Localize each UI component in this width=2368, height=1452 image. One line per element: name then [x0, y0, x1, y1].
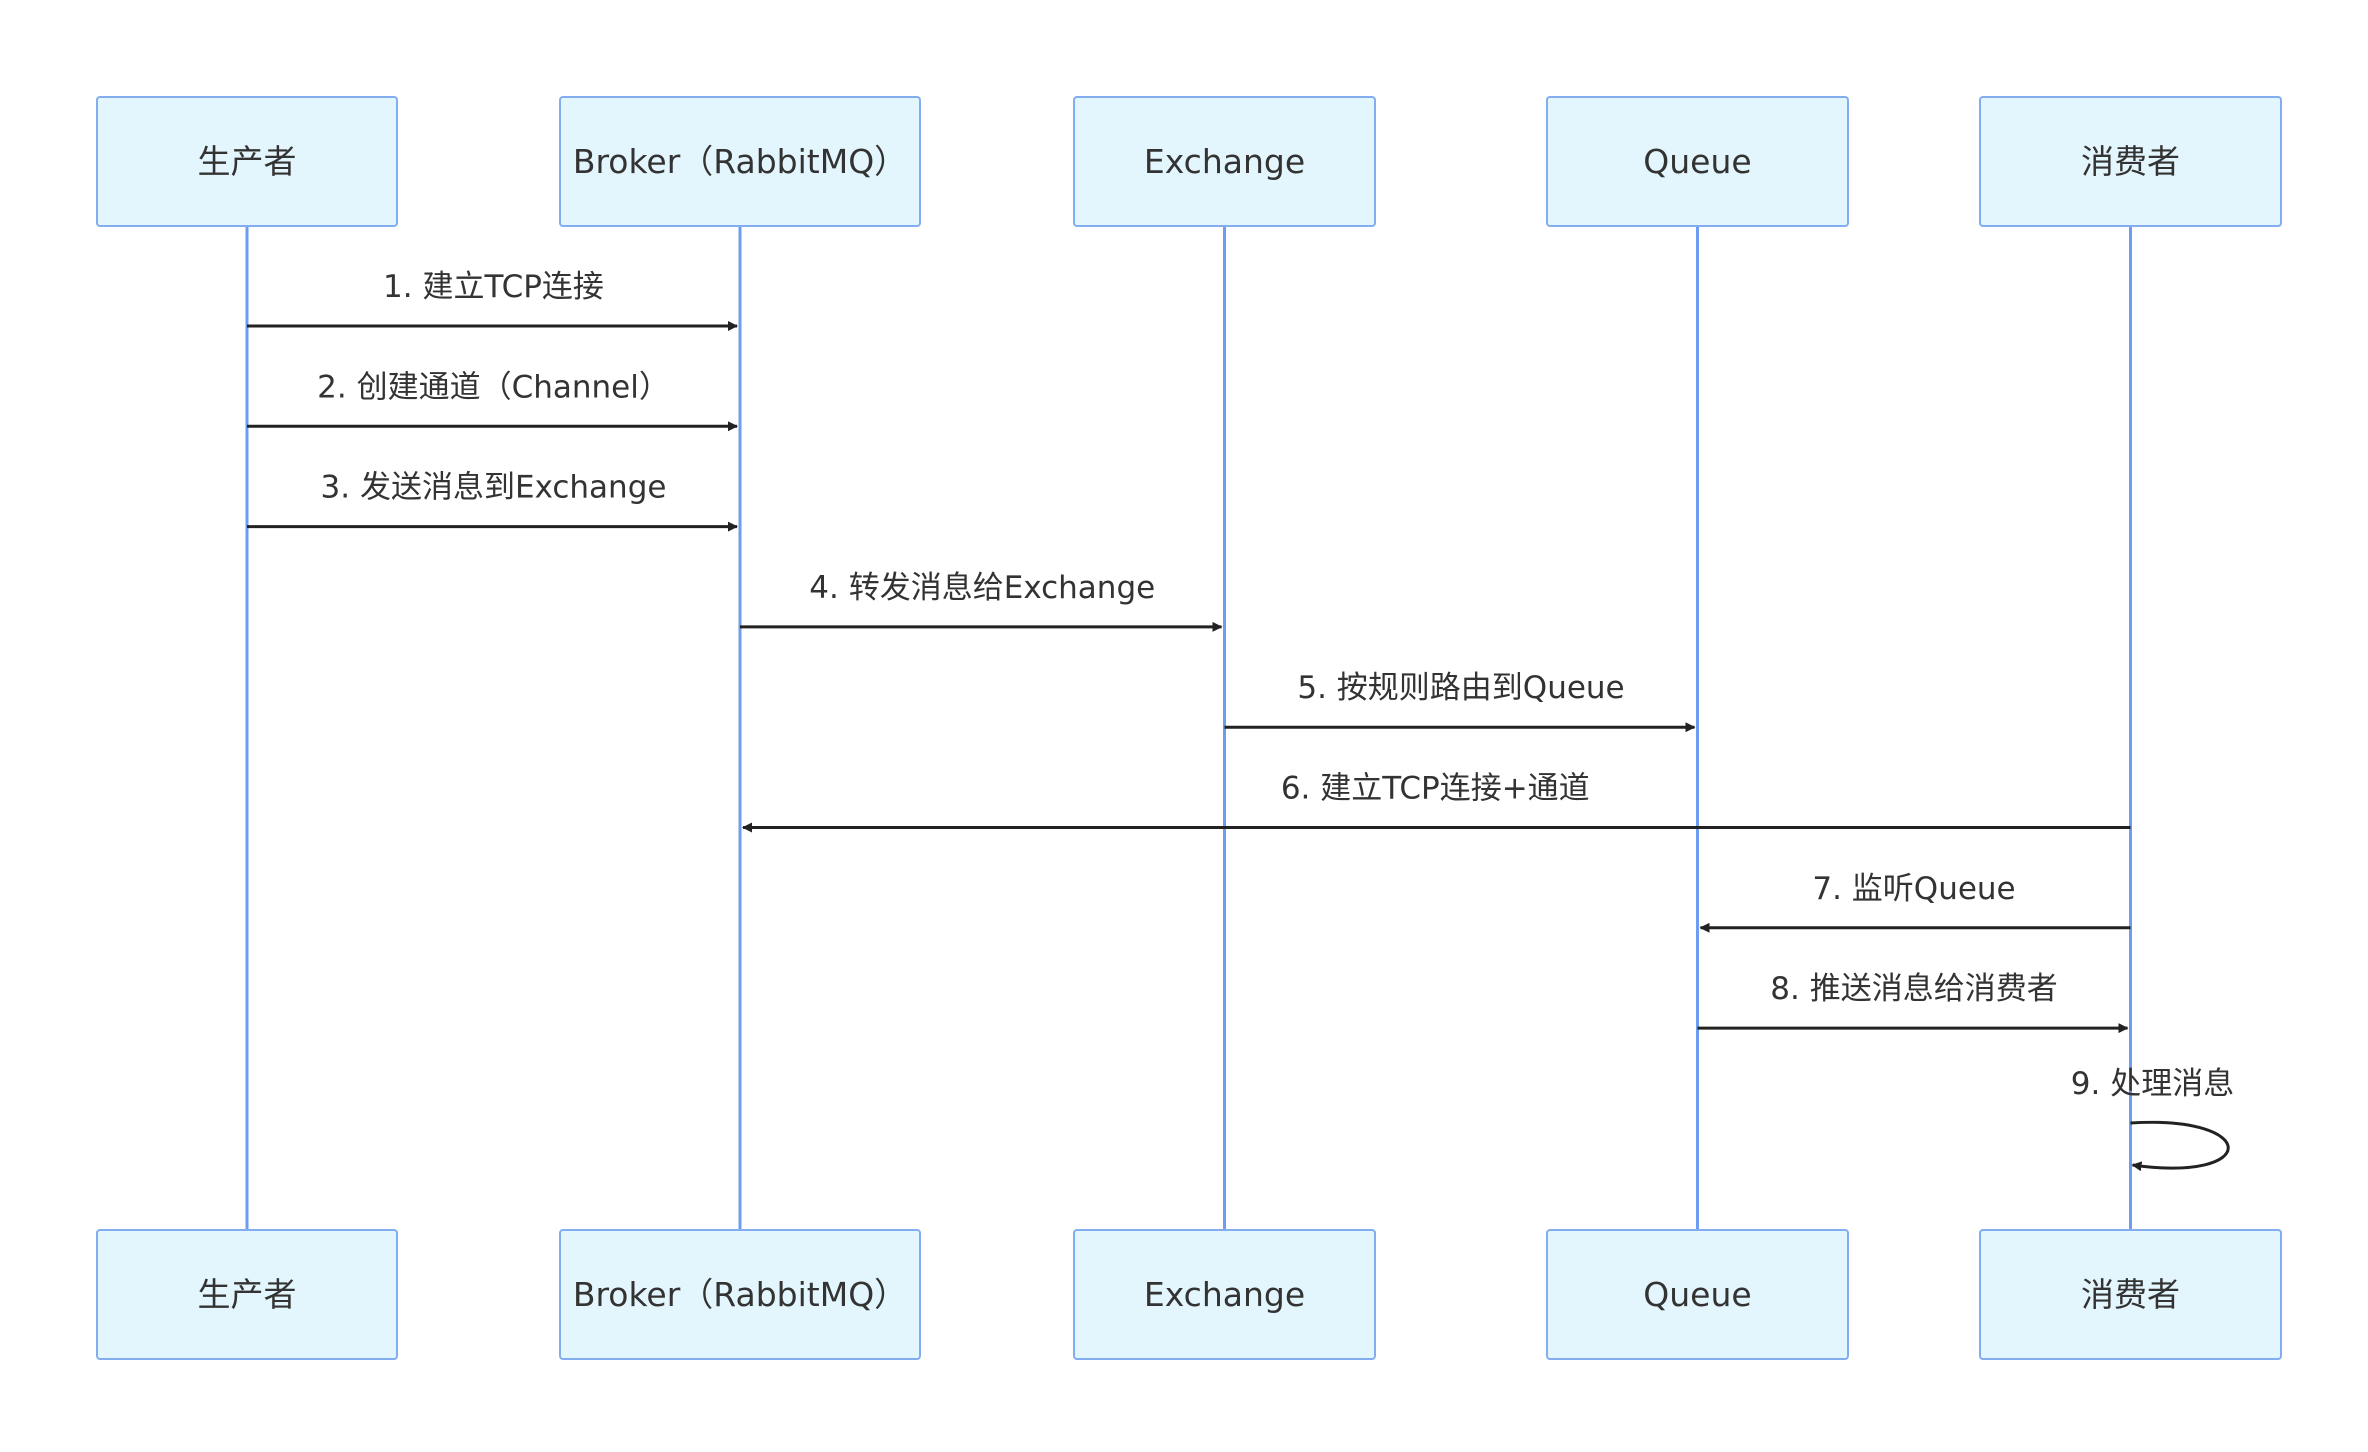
actor-queue-top: Queue: [1546, 96, 1849, 227]
message-4: 4. 转发消息给Exchange: [740, 570, 1223, 632]
message-label: 8. 推送消息给消费者: [1770, 971, 2057, 1007]
actor-box: [559, 96, 921, 227]
actor-box: [1546, 96, 1849, 227]
actor-label: Exchange: [1144, 142, 1305, 181]
actor-label: Broker（RabbitMQ）: [573, 142, 907, 181]
actor-producer-bottom: 生产者: [96, 1229, 398, 1360]
message-label: 2. 创建通道（Channel）: [317, 369, 670, 405]
message-label: 6. 建立TCP连接+通道: [1281, 771, 1590, 807]
actor-label: 生产者: [198, 1275, 297, 1314]
actor-consumer-top: 消费者: [1979, 96, 2282, 227]
message-9: 9. 处理消息: [2071, 1066, 2234, 1172]
actor-exchange-bottom: Exchange: [1073, 1229, 1376, 1360]
actor-exchange-top: Exchange: [1073, 96, 1376, 227]
message-label: 3. 发送消息到Exchange: [321, 470, 667, 506]
actor-box: [559, 1229, 921, 1360]
message-label: 9. 处理消息: [2071, 1066, 2234, 1102]
actor-box: [1546, 1229, 1849, 1360]
message-2: 2. 创建通道（Channel）: [247, 369, 738, 432]
message-8: 8. 推送消息给消费者: [1697, 971, 2129, 1034]
actor-queue-bottom: Queue: [1546, 1229, 1849, 1360]
actor-producer-top: 生产者: [96, 96, 398, 227]
actors-top: 生产者 Broker（RabbitMQ） Exchange Queue 消费者: [96, 96, 2282, 227]
message-1: 1. 建立TCP连接: [247, 269, 738, 331]
actor-label: Queue: [1643, 142, 1751, 181]
message-label: 4. 转发消息给Exchange: [809, 570, 1155, 606]
actor-label: Exchange: [1144, 1275, 1305, 1314]
message-6: 6. 建立TCP连接+通道: [742, 771, 2131, 833]
actor-label: Queue: [1643, 1275, 1751, 1314]
actor-box: [1979, 1229, 2282, 1360]
actor-box: [1073, 1229, 1376, 1360]
message-7: 7. 监听Queue: [1699, 871, 2131, 933]
message-label: 1. 建立TCP连接: [383, 269, 604, 305]
message-3: 3. 发送消息到Exchange: [247, 470, 738, 532]
actor-label: 消费者: [2081, 1275, 2180, 1314]
message-label: 7. 监听Queue: [1812, 871, 2015, 907]
message-5: 5. 按规则路由到Queue: [1224, 670, 1696, 733]
actor-broker-top: Broker（RabbitMQ）: [559, 96, 921, 227]
actor-label: Broker（RabbitMQ）: [573, 1275, 907, 1314]
message-label: 5. 按规则路由到Queue: [1297, 670, 1624, 706]
messages: 1. 建立TCP连接 2. 创建通道（Channel） 3. 发送消息到Exchan…: [247, 269, 2234, 1172]
actor-box: [1979, 96, 2282, 227]
actor-box: [1073, 96, 1376, 227]
actor-consumer-bottom: 消费者: [1979, 1229, 2282, 1360]
actor-label: 生产者: [198, 142, 297, 181]
actor-box: [96, 96, 398, 227]
actor-label: 消费者: [2081, 142, 2180, 181]
actors-bottom: 生产者 Broker（RabbitMQ） Exchange Queue 消费者: [96, 1229, 2282, 1360]
message-arrow: [2130, 1120, 2230, 1172]
actor-box: [96, 1229, 398, 1360]
actor-broker-bottom: Broker（RabbitMQ）: [559, 1229, 921, 1360]
